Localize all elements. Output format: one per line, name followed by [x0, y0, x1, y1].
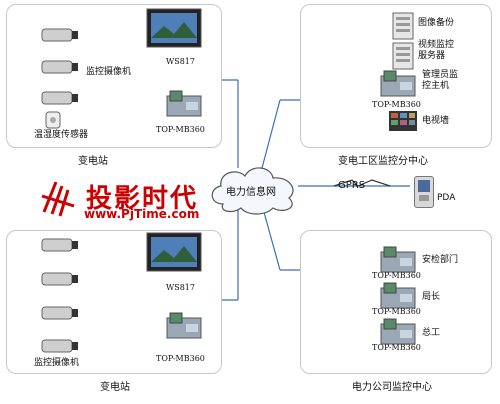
substation-bottom-box-label: TOP-MB360: [156, 354, 205, 363]
workstation-icon: [380, 318, 416, 346]
company-center-box-label: TOP-MB360: [372, 307, 421, 316]
camera-icon: [40, 337, 80, 355]
company-center-caption: 电力公司监控中心: [352, 382, 432, 393]
substation-bottom-monitor-label: WS817: [166, 283, 195, 292]
sub-center-item-label: 图像备份: [418, 18, 455, 28]
pda-label: PDA: [437, 193, 456, 203]
network-label: 电力信息网: [226, 187, 276, 198]
video-server-icon: [392, 42, 414, 74]
company-center-item-label: 局长: [422, 292, 441, 302]
gprs-label: GPRS: [338, 180, 366, 191]
camera-icon: [40, 236, 80, 254]
substation-top-caption: 变电站: [78, 156, 108, 167]
sub-center-caption: 变电工区监控分中心: [338, 156, 428, 167]
workstation-icon: [380, 282, 416, 310]
humidity-sensor-icon: [44, 110, 62, 134]
substation-top-monitor-label: WS817: [166, 57, 195, 66]
sub-center-item-label: 电视墙: [422, 116, 450, 126]
substation-top-sensor-label: 温湿度传感器: [34, 130, 89, 140]
recorder-box-icon: [166, 90, 202, 118]
watermark-url: www.PjTime.com: [84, 207, 200, 221]
camera-icon: [40, 58, 80, 76]
watermark-name: 投影时代: [86, 184, 199, 214]
camera-icon: [40, 26, 80, 44]
recorder-box-icon: [166, 312, 202, 340]
admin-host-icon: [380, 70, 416, 98]
substation-bottom-caption: 变电站: [100, 382, 130, 393]
monitor-icon: [146, 8, 202, 52]
camera-icon: [40, 304, 80, 322]
camera-icon: [40, 270, 80, 288]
cloud-icon: [211, 167, 294, 215]
company-center-item-label: 安检部门: [422, 255, 459, 265]
company-center-box-label: TOP-MB360: [372, 343, 421, 352]
substation-top-cameras-label: 监控摄像机: [86, 67, 132, 77]
storage-server-icon: [392, 12, 414, 44]
pda-icon: [414, 176, 434, 208]
sub-center-item-label: 管理员监 控主机: [422, 70, 459, 91]
tv-wall-icon: [388, 110, 418, 136]
company-center-item-label: 总工: [422, 328, 441, 338]
substation-top-box-label: TOP-MB360: [156, 125, 205, 134]
substation-bottom-cameras-label: 监控摄像机: [34, 358, 80, 368]
company-center-box-label: TOP-MB360: [372, 271, 421, 280]
logo-emblem-icon: [41, 181, 75, 217]
workstation-icon: [380, 246, 416, 274]
sub-center-item-label: 视频监控 服务器: [418, 40, 455, 61]
gprs-lightning-icon: [333, 179, 391, 187]
monitor-icon: [146, 232, 202, 276]
sub-center-box-label: TOP-MB360: [372, 100, 421, 109]
camera-icon: [40, 89, 80, 107]
